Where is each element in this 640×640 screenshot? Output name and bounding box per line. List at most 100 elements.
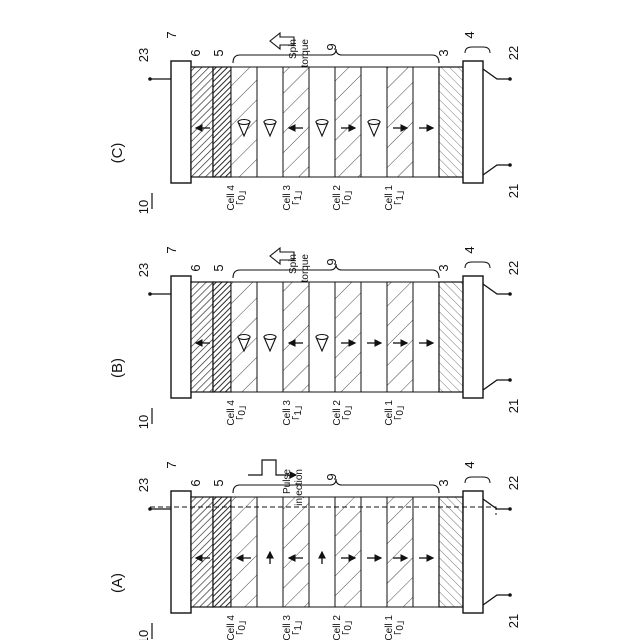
label-21: 21 — [506, 184, 521, 198]
cell-label: Cell 4 — [226, 185, 237, 211]
label-6: 6 — [188, 264, 203, 271]
cell-value: 「1」 — [394, 185, 406, 211]
cell-segment — [413, 67, 439, 177]
terminal-22-dot — [508, 292, 512, 296]
terminal-23-dot — [148, 507, 152, 511]
label-4: 4 — [462, 246, 477, 253]
label-4: 4 — [462, 31, 477, 38]
label-5: 5 — [211, 479, 226, 486]
precession-ellipse — [264, 120, 276, 125]
electrode-4-brace — [465, 477, 490, 483]
precession-ellipse — [316, 335, 328, 340]
tunnel-layer — [213, 282, 231, 392]
cell-label: Cell 3 — [282, 400, 293, 426]
precession-ellipse — [264, 335, 276, 340]
label-7: 7 — [164, 246, 179, 253]
cells-brace — [233, 49, 439, 63]
terminal-23-dot — [148, 77, 152, 81]
cell-label: Cell 1 — [384, 400, 395, 426]
bottom-electrode — [463, 491, 483, 613]
label-7: 7 — [164, 31, 179, 38]
cell-value: 「0」 — [342, 400, 354, 426]
bottom-electrode — [463, 276, 483, 398]
cell-label: Cell 4 — [226, 400, 237, 426]
label-3: 3 — [436, 479, 451, 486]
cells-brace — [233, 479, 439, 493]
annotation-line2: torque — [300, 39, 311, 68]
label-6: 6 — [188, 479, 203, 486]
annotation-line2: injection — [294, 469, 305, 506]
cells-brace — [233, 264, 439, 278]
terminal-22-wire — [483, 284, 510, 294]
cell-label: Cell 2 — [332, 615, 343, 640]
cell-segment — [335, 497, 361, 607]
label-22: 22 — [506, 46, 521, 60]
cell-segment — [387, 282, 413, 392]
label-21: 21 — [506, 399, 521, 413]
pinned-layer — [439, 67, 463, 177]
cell-segment — [283, 282, 309, 392]
terminal-22-wire — [483, 69, 510, 79]
label-22: 22 — [506, 476, 521, 490]
label-4: 4 — [462, 461, 477, 468]
label-6: 6 — [188, 49, 203, 56]
tunnel-layer — [213, 67, 231, 177]
terminal-21-wire — [483, 165, 510, 175]
cell-label: Cell 3 — [282, 615, 293, 640]
cell-segment — [335, 67, 361, 177]
label-21: 21 — [506, 614, 521, 628]
precession-ellipse — [368, 120, 380, 125]
label-23: 23 — [136, 48, 151, 62]
label-22: 22 — [506, 261, 521, 275]
cell-label: Cell 2 — [332, 400, 343, 426]
terminal-21-wire — [483, 380, 510, 390]
cell-value: 「1」 — [292, 400, 304, 426]
top-electrode — [171, 61, 191, 183]
label-23: 23 — [136, 478, 151, 492]
cell-segment — [387, 67, 413, 177]
terminal-21-dot — [508, 378, 512, 382]
cell-value: 「1」 — [292, 185, 304, 211]
cell-value: 「1」 — [292, 615, 304, 640]
cell-label: Cell 2 — [332, 185, 343, 211]
panel-b: (B)76593423222110SpintorqueCell 4「0」Cell… — [109, 246, 521, 429]
cell-value: 「0」 — [394, 615, 406, 640]
cell-value: 「0」 — [342, 185, 354, 211]
pinned-layer — [439, 282, 463, 392]
cell-segment — [231, 497, 257, 607]
panel-title: (B) — [109, 358, 126, 378]
cell-value: 「0」 — [236, 185, 248, 211]
bottom-electrode — [463, 61, 483, 183]
cell-value: 「0」 — [236, 400, 248, 426]
label-10: 10 — [136, 200, 151, 214]
terminal-21-dot — [508, 593, 512, 597]
panel-a: (A)76593423222110PulseinjectionCell 4「0」… — [109, 460, 521, 640]
cell-segment — [361, 282, 387, 392]
tunnel-layer — [213, 497, 231, 607]
panel-title: (A) — [109, 573, 126, 593]
precession-ellipse — [316, 120, 328, 125]
cell-segment — [413, 282, 439, 392]
label-9: 9 — [324, 43, 339, 50]
cell-value: 「0」 — [394, 400, 406, 426]
terminal-23-dot — [148, 292, 152, 296]
cell-label: Cell 1 — [384, 615, 395, 640]
cell-segment — [335, 282, 361, 392]
annotation-line1: Pulse — [282, 469, 293, 494]
top-electrode — [171, 491, 191, 613]
electrode-4-brace — [465, 262, 490, 268]
terminal-21-dot — [508, 163, 512, 167]
label-7: 7 — [164, 461, 179, 468]
cell-value: 「0」 — [236, 615, 248, 640]
annotation-line1: Spin — [288, 254, 299, 274]
cell-label: Cell 4 — [226, 615, 237, 640]
cell-segment — [283, 497, 309, 607]
terminal-22-dot — [508, 507, 512, 511]
label-10: 10 — [136, 415, 151, 429]
terminal-22-dot — [508, 77, 512, 81]
precession-ellipse — [238, 120, 250, 125]
annotation-line1: Spin — [288, 39, 299, 59]
label-9: 9 — [324, 258, 339, 265]
